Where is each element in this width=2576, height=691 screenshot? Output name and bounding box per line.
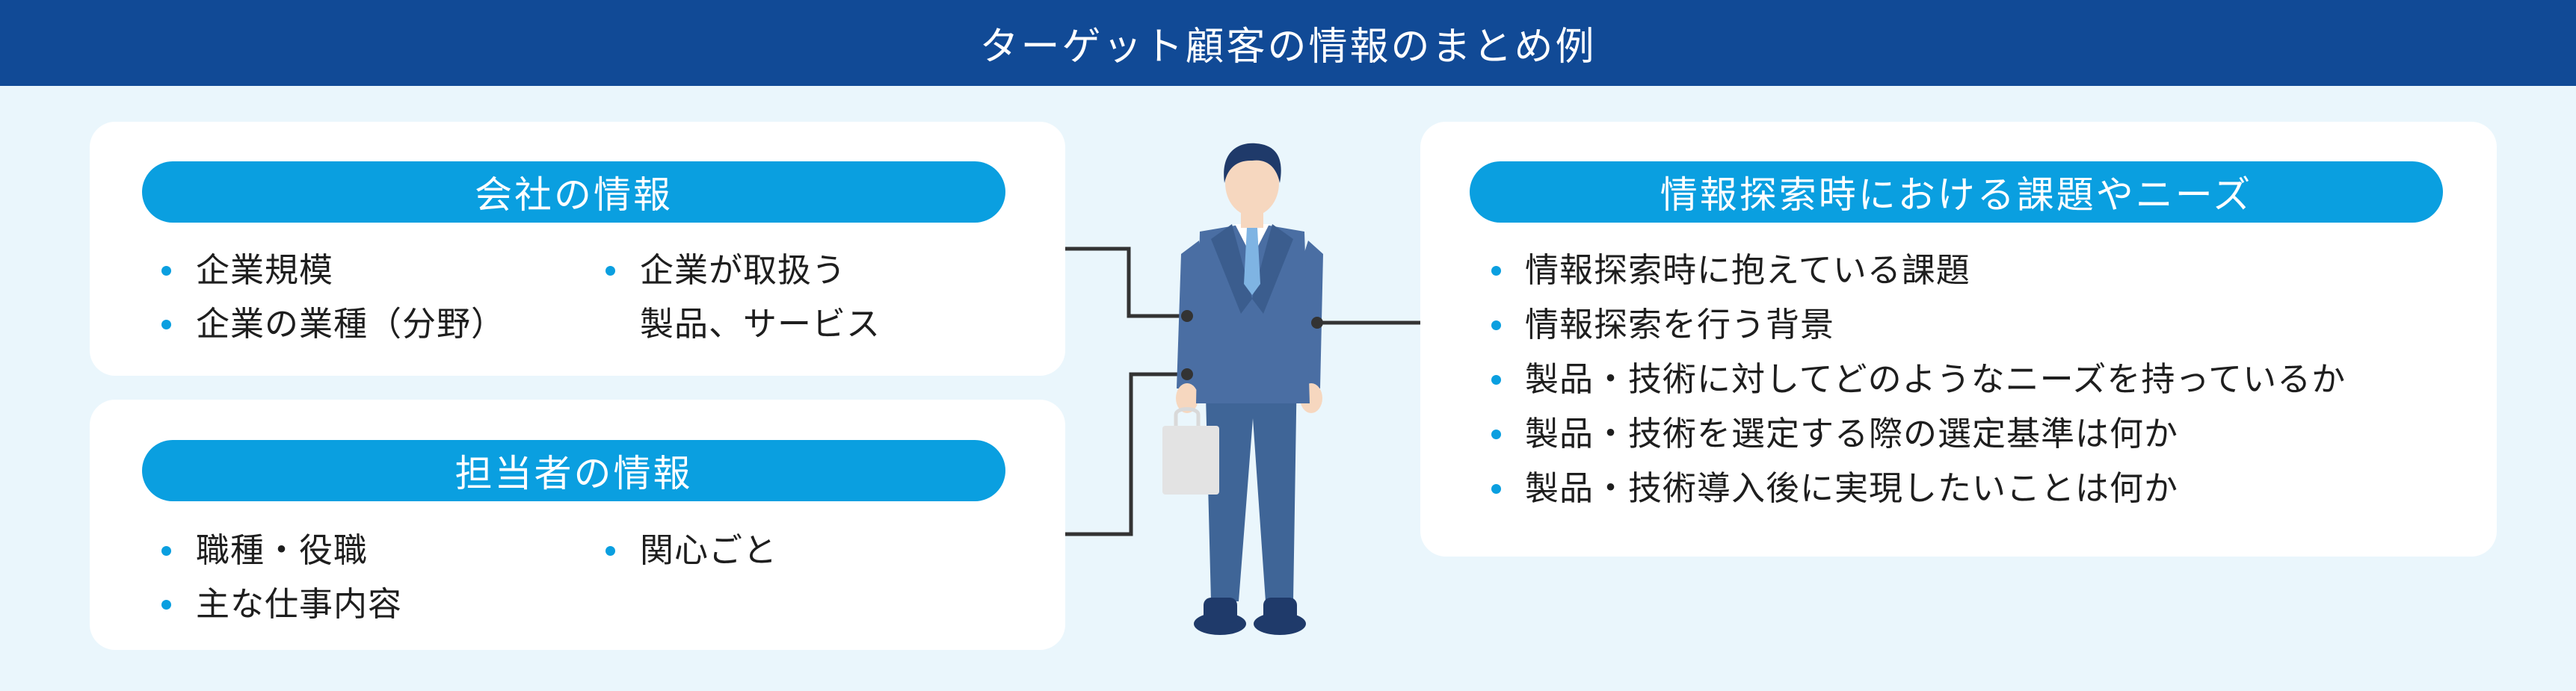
connector-person: [1065, 372, 1187, 536]
bullet-icon: [161, 546, 171, 556]
needs-title-label: 情報探索時における課題やニーズ: [1660, 173, 2253, 217]
bullet-icon: [161, 600, 171, 610]
bullet-icon: [1491, 320, 1501, 330]
bullet-icon: [1491, 375, 1501, 385]
company-info-card: 会社の情報 企業規模 企業の業種（分野） 企業が取扱う 製品、サービス: [90, 122, 1065, 376]
needs-item: 製品・技術を選定する際の選定基準は何か: [1525, 414, 2179, 453]
person-info-card: 担当者の情報 職種・役職 主な仕事内容 関心ごと: [90, 400, 1065, 650]
page-header: ターゲット顧客の情報のまとめ例: [0, 0, 2576, 86]
person-title-label: 担当者の情報: [455, 452, 693, 495]
bullet-icon: [606, 546, 615, 556]
connector-company: [1065, 247, 1187, 318]
person-item-interests: 関心ごと: [640, 530, 778, 570]
person-item-role: 職種・役職: [196, 530, 369, 570]
company-item-products-line1: 企業が取扱う: [640, 250, 847, 290]
person-info-title: 担当者の情報: [142, 440, 1005, 501]
bullet-icon: [1491, 484, 1501, 494]
bullet-icon: [161, 320, 171, 329]
bullet-icon: [606, 266, 615, 276]
person-item-work: 主な仕事内容: [196, 584, 403, 624]
company-info-title: 会社の情報: [142, 161, 1005, 223]
needs-info-title: 情報探索時における課題やニーズ: [1470, 161, 2443, 223]
company-item-size: 企業規模: [196, 250, 334, 290]
needs-info-card: 情報探索時における課題やニーズ 情報探索時に抱えている課題 情報探索を行う背景 …: [1420, 122, 2497, 557]
needs-item: 情報探索を行う背景: [1525, 305, 1835, 344]
company-title-label: 会社の情報: [475, 173, 673, 217]
bullet-icon: [161, 266, 171, 276]
bullet-icon: [1491, 266, 1501, 276]
needs-item: 製品・技術導入後に実現したいことは何か: [1525, 468, 2179, 508]
bullet-icon: [1491, 430, 1501, 439]
company-item-industry: 企業の業種（分野）: [196, 304, 506, 344]
page-title: ターゲット顧客の情報のまとめ例: [979, 25, 1597, 69]
company-item-products-line2: 製品、サービス: [640, 304, 881, 344]
needs-item: 情報探索時に抱えている課題: [1525, 250, 1970, 290]
needs-item: 製品・技術に対してどのようなニーズを持っているか: [1525, 359, 2347, 399]
